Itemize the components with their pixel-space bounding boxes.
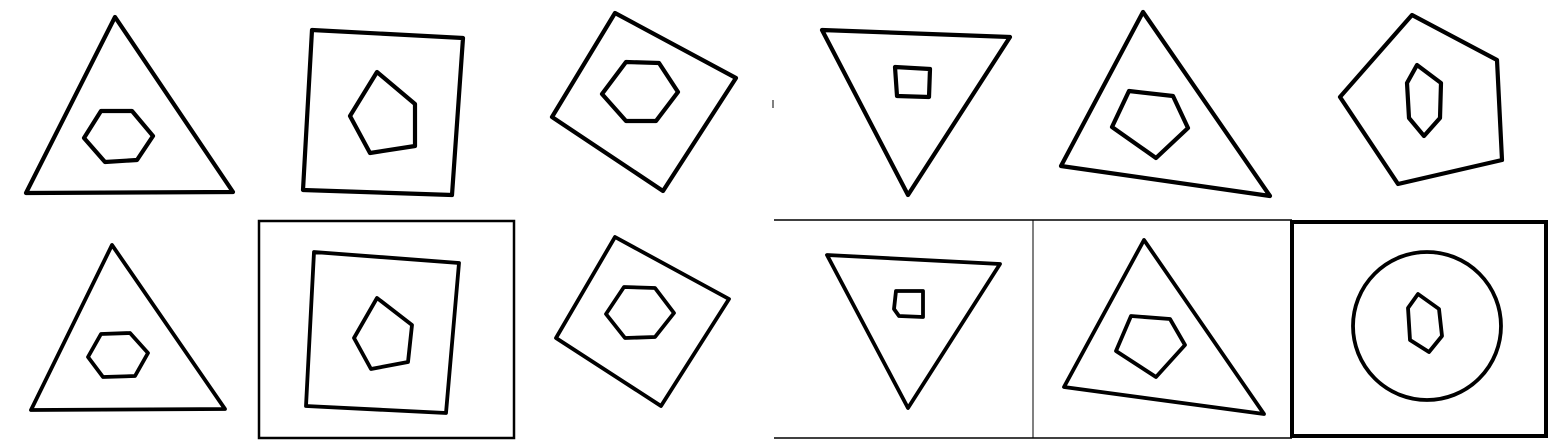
bottom-row xyxy=(29,235,1503,416)
panel-5-bottom xyxy=(1062,238,1266,416)
inner-hexagon xyxy=(86,331,150,379)
panel-3-top xyxy=(549,10,739,194)
panel-6-bottom xyxy=(1351,250,1503,402)
outer-triangle xyxy=(23,14,236,196)
outer-square xyxy=(304,250,461,415)
inner-hexagon xyxy=(1406,292,1444,354)
inner-square xyxy=(892,64,933,100)
inner-pentagon xyxy=(892,289,925,319)
inner-pentagon xyxy=(347,69,418,156)
inner-hexagon xyxy=(599,59,681,124)
outer-square xyxy=(549,10,739,194)
outer-triangle xyxy=(825,253,1002,410)
panel-2-bottom xyxy=(304,250,461,415)
outer-triangle xyxy=(29,243,227,412)
bottom-row-frames xyxy=(257,219,1548,440)
panel-6-top xyxy=(1337,12,1505,187)
outer-triangle xyxy=(1058,9,1273,199)
outer-triangle xyxy=(1062,238,1266,416)
inner-hexagon xyxy=(1404,62,1444,139)
outer-square xyxy=(300,27,466,198)
inner-hexagon xyxy=(81,108,156,165)
panel-6-bottom-frame xyxy=(1290,220,1548,438)
panel-4-top xyxy=(819,27,1013,198)
inner-pentagon xyxy=(1114,314,1187,379)
outer-pentagon xyxy=(1337,12,1505,187)
outer-circle xyxy=(1351,250,1503,402)
outer-square xyxy=(554,235,731,408)
panel-3-bottom xyxy=(554,235,731,408)
panel-2-top xyxy=(300,27,466,198)
panel-1-top xyxy=(23,14,236,196)
panel-1-bottom xyxy=(29,243,227,412)
panel-5-top xyxy=(1058,9,1273,199)
panel-2-bottom-frame xyxy=(257,219,516,440)
inner-pentagon xyxy=(1109,88,1191,161)
panel-4-bottom xyxy=(825,253,1002,410)
top-row xyxy=(23,9,1505,199)
inner-hexagon xyxy=(604,285,676,340)
inner-pentagon xyxy=(352,296,414,371)
outer-triangle xyxy=(819,27,1013,198)
